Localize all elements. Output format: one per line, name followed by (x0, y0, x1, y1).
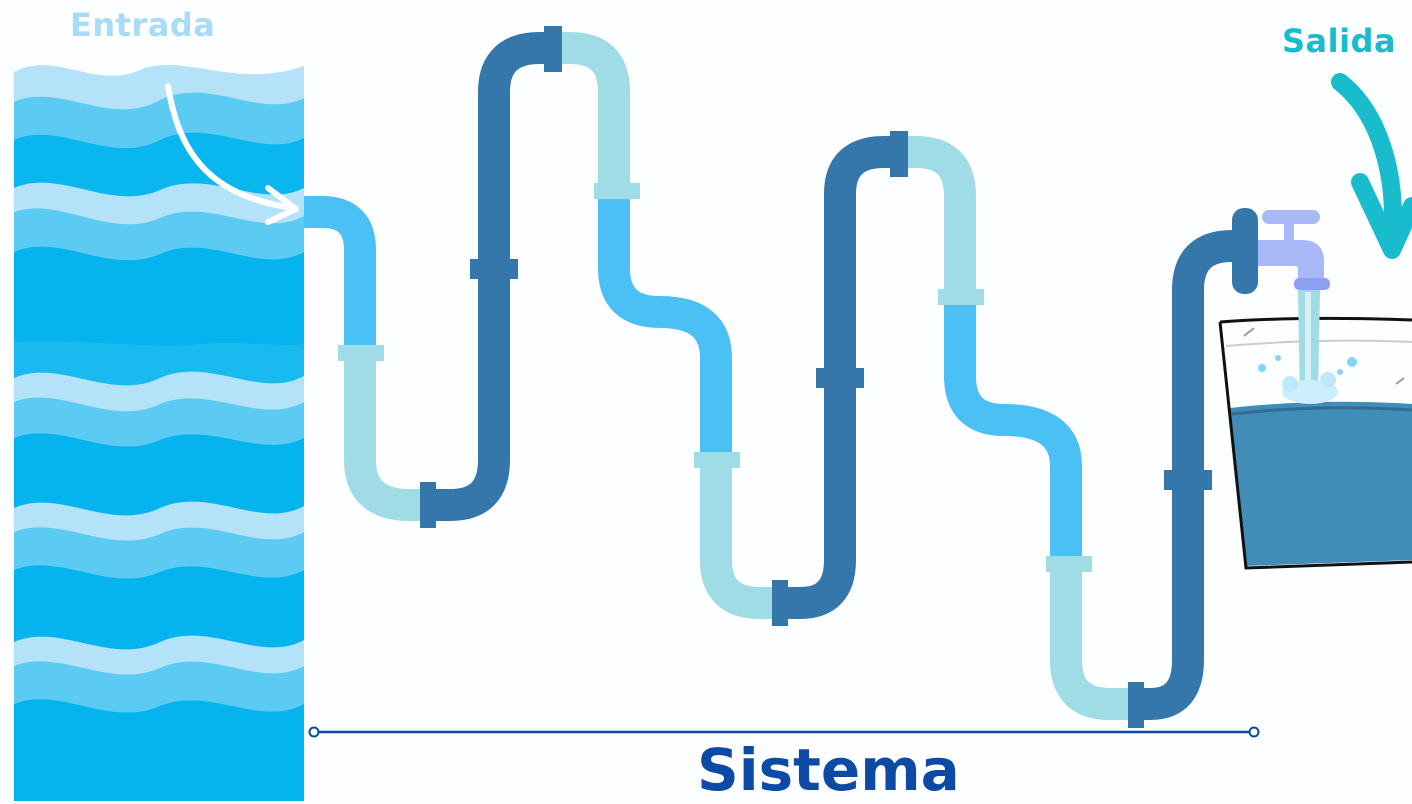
pipe-segment (1066, 564, 1136, 704)
water-drop-icon (1337, 369, 1343, 375)
pipe-joint (694, 452, 740, 468)
water-drop-icon (1275, 355, 1281, 361)
pipe-joint (544, 26, 562, 72)
arrow-down-icon (1340, 82, 1412, 250)
pipe-joint (1128, 682, 1144, 728)
pipe-segment (360, 352, 428, 505)
pipe-segment (960, 296, 1066, 564)
pipe-joint (420, 482, 436, 528)
water-drop-icon (1258, 364, 1266, 372)
pipe-joints (338, 26, 1258, 728)
faucet-icon (1258, 210, 1330, 290)
pipe-joint (1232, 208, 1258, 294)
system-label: Sistema (697, 736, 960, 804)
pipe-joint (772, 580, 788, 626)
pipe-joint (890, 131, 908, 177)
pipe-segment (304, 212, 360, 352)
pipe-joint (1046, 556, 1092, 572)
water-drop-icon (1347, 357, 1357, 367)
pipe-joint (816, 368, 864, 388)
pipe-segment (716, 460, 780, 603)
pipe-joint (1164, 470, 1212, 490)
water-stream (1258, 290, 1357, 404)
pipe-joint (938, 289, 984, 305)
pipe-segment (614, 190, 716, 460)
output-label: Salida (1282, 22, 1396, 60)
pipe-joint (470, 259, 518, 279)
pipe-joint (594, 183, 640, 199)
pipe-joint (338, 345, 384, 361)
input-label: Entrada (70, 6, 215, 44)
water-source (14, 65, 304, 801)
